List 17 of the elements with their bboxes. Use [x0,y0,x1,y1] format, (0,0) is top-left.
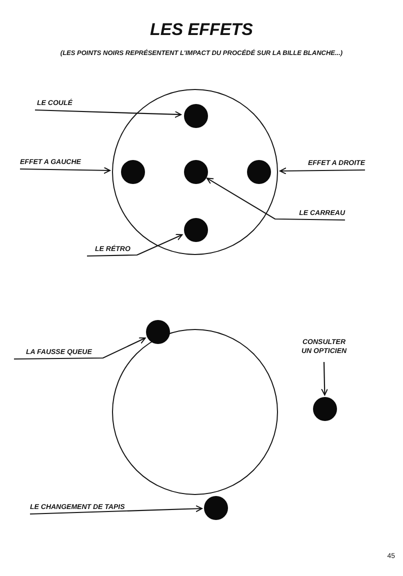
impact-dot [184,218,208,242]
leader-arrow [280,167,365,174]
leader-arrow [30,505,202,515]
impact-dot [247,160,271,184]
leader-arrow [20,166,110,174]
leader-arrow [206,178,345,221]
impact-dot [184,104,208,128]
impact-dot [204,496,228,520]
impact-dot [184,160,208,184]
impact-dot [313,397,337,421]
leader-arrow [86,234,183,257]
impact-dot [146,320,170,344]
leader-arrow [14,337,146,360]
impact-dot [121,160,145,184]
leader-arrow [321,362,328,396]
leader-arrow [34,109,182,118]
page-title: LES EFFETS [149,20,254,40]
